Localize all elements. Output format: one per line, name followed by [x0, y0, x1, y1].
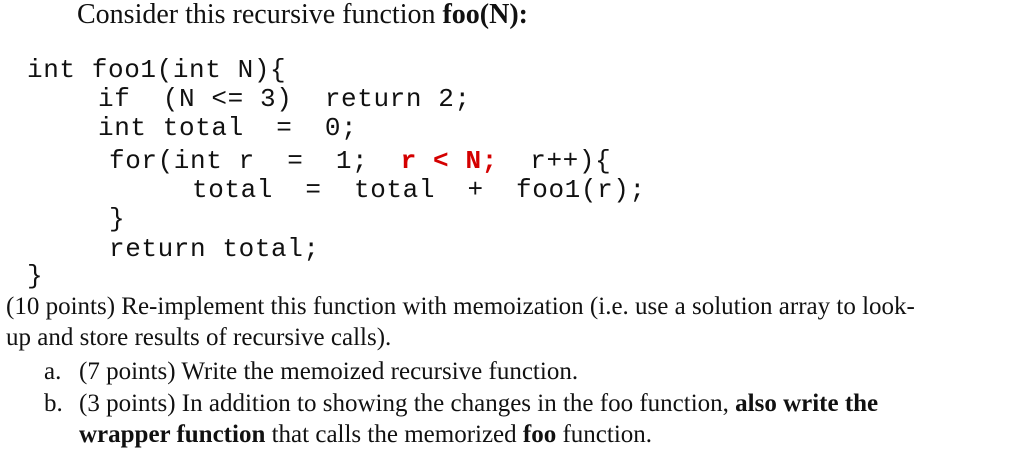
code-line-2: if (N <= 3) return 2;: [98, 84, 471, 114]
code-line-7: return total;: [109, 234, 320, 264]
code-line-6: }: [109, 204, 126, 234]
item-b-text-start: (3 points) In addition to showing the ch…: [79, 390, 736, 417]
heading-function-name: foo(N):: [442, 0, 529, 30]
item-a-text: (7 points) Write the memoized recursive …: [79, 358, 579, 385]
item-a-marker: a.: [44, 358, 62, 385]
item-b-text-line-2: wrapper function that calls the memorize…: [79, 419, 652, 450]
code-line-4-start: for(int r = 1;: [109, 146, 401, 176]
code-line-4-end: r++){: [497, 146, 612, 176]
item-b-text-end: function.: [556, 421, 653, 448]
item-b-text-middle: that calls the memorized: [265, 421, 523, 448]
question-line-1: (10 points) Re-implement this function w…: [6, 293, 915, 320]
code-line-8: }: [27, 261, 44, 291]
question-line-2: up and store results of recursive calls)…: [6, 324, 392, 351]
problem-heading: Consider this recursive function foo(N):: [77, 0, 528, 32]
item-b-text-line-1: (3 points) In addition to showing the ch…: [79, 388, 878, 419]
item-b-bold-wrapper: wrapper function: [79, 421, 266, 448]
code-line-4-condition: r < N;: [400, 146, 498, 176]
item-b-bold-foo: foo: [522, 421, 557, 448]
item-b-bold-also: also write the: [735, 390, 879, 417]
heading-prefix: Consider this recursive function: [77, 0, 443, 30]
code-line-3: int total = 0;: [98, 113, 358, 143]
code-line-5: total = total + foo1(r);: [192, 175, 646, 205]
code-line-1: int foo1(int N){: [27, 55, 287, 85]
code-line-4: for(int r = 1; r < N; r++){: [109, 146, 611, 176]
item-b-marker: b.: [44, 390, 63, 417]
